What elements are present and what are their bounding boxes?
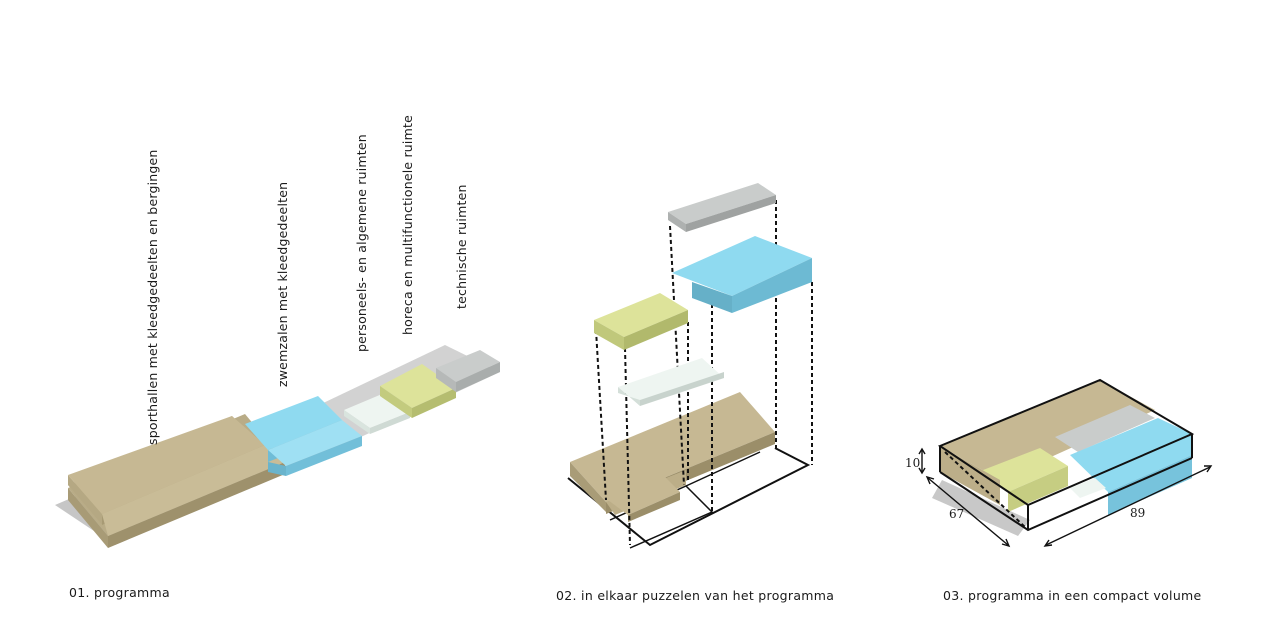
label-horeca: horeca en multifunctionele ruimte <box>400 115 415 335</box>
projection-lines <box>595 200 813 546</box>
step3-diagram: 10 67 89 <box>905 378 1213 548</box>
volume-horeca <box>978 448 1068 492</box>
sports-block-puzzle <box>570 392 775 522</box>
volume-outline <box>937 378 1195 532</box>
volume-staff <box>1070 478 1106 498</box>
caption-step3: 03. programma in een compact volume <box>943 588 1202 603</box>
caption-step1: 01. programma <box>69 585 170 600</box>
horeca-block-puzzle <box>594 293 688 350</box>
technical-block <box>436 350 500 392</box>
volume-shadow <box>932 480 1030 536</box>
volume-sports <box>940 380 1155 480</box>
technical-block-puzzle <box>668 183 776 232</box>
sports-block <box>68 414 285 548</box>
caption-step2: 02. in elkaar puzzelen van het programma <box>556 588 834 603</box>
swimming-block-puzzle <box>672 236 812 313</box>
step2-diagram <box>567 183 813 549</box>
step1-diagram: sporthallen met kleedgedeelten en bergin… <box>55 115 500 548</box>
label-technical: technische ruimten <box>454 184 469 309</box>
dim-height: 10 <box>905 456 920 470</box>
volume-technical <box>1055 405 1155 452</box>
label-staff: personeels- en algemene ruimten <box>354 134 369 352</box>
swimming-block <box>245 396 362 476</box>
dimension-lines <box>918 447 1213 548</box>
label-swimming: zwemzalen met kleedgedeelten <box>275 182 290 387</box>
dim-length: 89 <box>1130 506 1145 520</box>
staff-block-puzzle <box>618 358 724 406</box>
dim-depth: 67 <box>949 507 964 521</box>
label-sports: sporthallen met kleedgedeelten en bergin… <box>145 149 160 445</box>
